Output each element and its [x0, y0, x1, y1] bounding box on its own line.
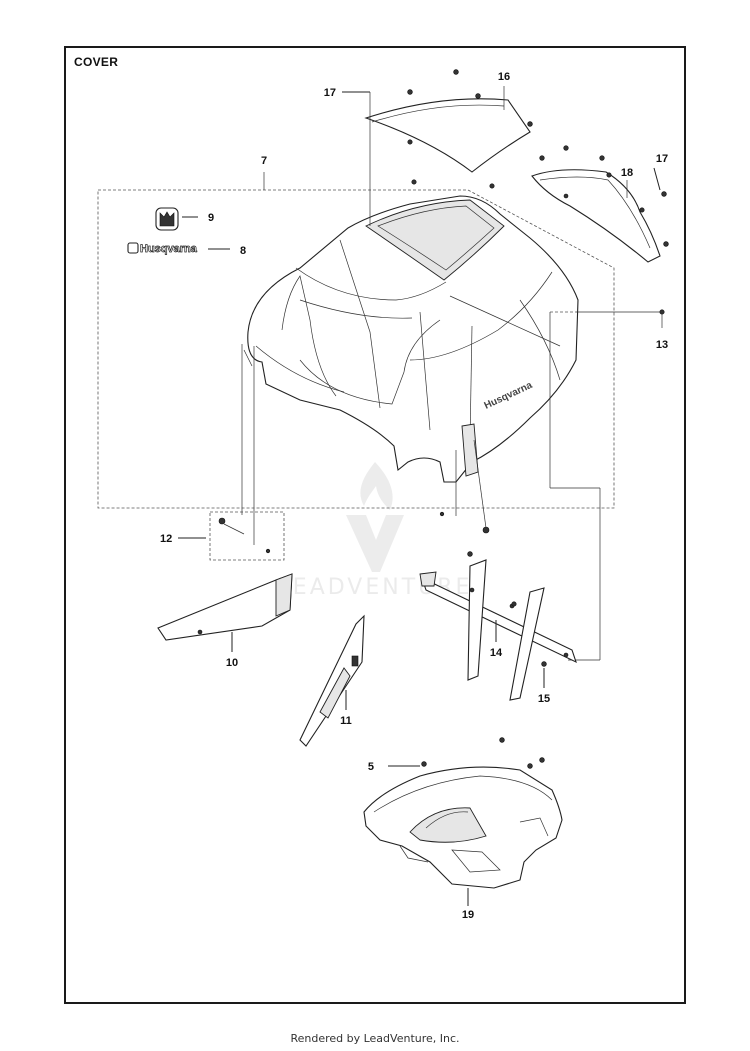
- callout-17-top: 17: [324, 87, 336, 99]
- callout-5: 5: [368, 761, 374, 773]
- part-9-crown-decal: [155, 207, 198, 231]
- callout-13: 13: [656, 339, 668, 351]
- part-19-floor-pan: [363, 737, 563, 906]
- decal-brand-text: Husqvarna: [140, 243, 198, 255]
- diagram-title: COVER: [74, 55, 119, 69]
- callout-17-right: 17: [656, 153, 668, 165]
- assembly-outline-7: [97, 172, 615, 509]
- callout-8: 8: [240, 245, 246, 257]
- footer-credit: Rendered by LeadVenture, Inc.: [290, 1032, 460, 1045]
- callout-15: 15: [538, 693, 550, 705]
- part-16-top-panel: [364, 69, 533, 173]
- part-14-frame: [419, 439, 577, 701]
- part-7-hood-cover: Husqvarna: [243, 179, 579, 483]
- callout-10: 10: [226, 657, 238, 669]
- watermark-logo: LEADVENTURE: [278, 462, 469, 600]
- callout-18: 18: [621, 167, 633, 179]
- callout-11: 11: [340, 715, 352, 727]
- diagram-frame: [64, 46, 686, 1004]
- callout-7: 7: [261, 155, 267, 167]
- callout-labels: 5 7 8 9 10 11 12 13 14 15 16 17 17 18 19: [160, 71, 668, 921]
- part-13-fastener: [549, 309, 665, 661]
- leader-lines: [342, 91, 661, 767]
- callout-9: 9: [208, 212, 214, 224]
- part-11-plate: [299, 614, 365, 747]
- callout-16: 16: [498, 71, 510, 83]
- callout-14: 14: [490, 647, 503, 659]
- part-18-side-panel: [531, 145, 669, 263]
- part-10-bracket: [157, 573, 293, 652]
- callout-19: 19: [462, 909, 474, 921]
- part-12-fasteners: [178, 344, 285, 561]
- callout-12: 12: [160, 533, 172, 545]
- part-15-fastener: [541, 661, 547, 688]
- part-8-husqvarna-decal: Husqvarna: [127, 242, 230, 255]
